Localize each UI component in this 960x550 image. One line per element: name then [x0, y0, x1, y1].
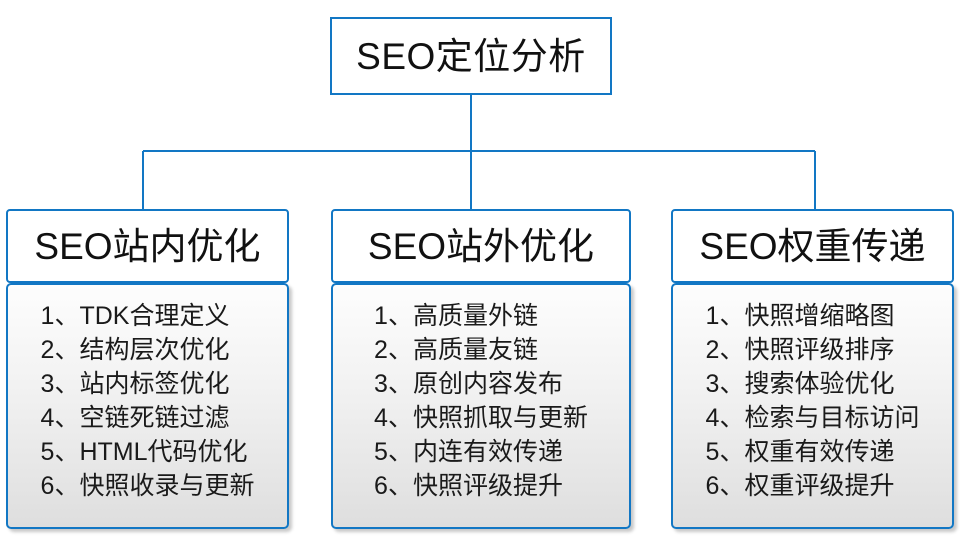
list-item: 2、高质量友链 [374, 336, 538, 364]
branch-header-2[interactable]: SEO站外优化 [331, 209, 631, 283]
root-node[interactable]: SEO定位分析 [330, 17, 612, 95]
branch-body-3: 1、快照增缩略图 2、快照评级排序 3、搜索体验优化 4、检索与目标访问 5、权… [671, 283, 954, 529]
list-item: 2、快照评级排序 [705, 336, 895, 364]
branch-column-2: SEO站外优化 1、高质量外链 2、高质量友链 3、原创内容发布 4、快照抓取与… [331, 209, 631, 529]
branch-item-list-3: 1、快照增缩略图 2、快照评级排序 3、搜索体验优化 4、检索与目标访问 5、权… [706, 299, 920, 503]
branch-body-1: 1、TDK合理定义 2、结构层次优化 3、站内标签优化 4、空链死链过滤 5、H… [6, 283, 289, 529]
list-item: 6、快照收录与更新 [40, 472, 255, 500]
list-item: 1、快照增缩略图 [705, 302, 895, 330]
list-item: 3、站内标签优化 [40, 370, 230, 398]
branch-column-1: SEO站内优化 1、TDK合理定义 2、结构层次优化 3、站内标签优化 4、空链… [6, 209, 289, 529]
list-item: 4、检索与目标访问 [705, 404, 920, 432]
branch-header-3[interactable]: SEO权重传递 [671, 209, 954, 283]
branch-item-list-1: 1、TDK合理定义 2、结构层次优化 3、站内标签优化 4、空链死链过滤 5、H… [41, 299, 255, 503]
list-item: 3、原创内容发布 [374, 370, 563, 398]
list-item: 1、高质量外链 [374, 302, 538, 330]
root-node-label: SEO定位分析 [356, 35, 586, 77]
branch-header-1[interactable]: SEO站内优化 [6, 209, 289, 283]
list-item: 2、结构层次优化 [40, 336, 230, 364]
list-item: 6、权重评级提升 [705, 472, 895, 500]
list-item: 6、快照评级提升 [374, 472, 563, 500]
branch-column-3: SEO权重传递 1、快照增缩略图 2、快照评级排序 3、搜索体验优化 4、检索与… [671, 209, 954, 529]
branch-header-label-2: SEO站外优化 [367, 225, 595, 267]
list-item: 3、搜索体验优化 [705, 370, 895, 398]
list-item: 4、空链死链过滤 [40, 404, 230, 432]
branch-body-2: 1、高质量外链 2、高质量友链 3、原创内容发布 4、快照抓取与更新 5、内连有… [331, 283, 631, 529]
branch-header-label-3: SEO权重传递 [699, 225, 926, 267]
branch-item-list-2: 1、高质量外链 2、高质量友链 3、原创内容发布 4、快照抓取与更新 5、内连有… [374, 299, 588, 503]
list-item: 4、快照抓取与更新 [374, 404, 588, 432]
list-item: 5、HTML代码优化 [40, 438, 248, 466]
branch-header-label-1: SEO站内优化 [34, 225, 261, 267]
list-item: 5、权重有效传递 [705, 438, 895, 466]
list-item: 5、内连有效传递 [374, 438, 563, 466]
list-item: 1、TDK合理定义 [40, 302, 230, 330]
